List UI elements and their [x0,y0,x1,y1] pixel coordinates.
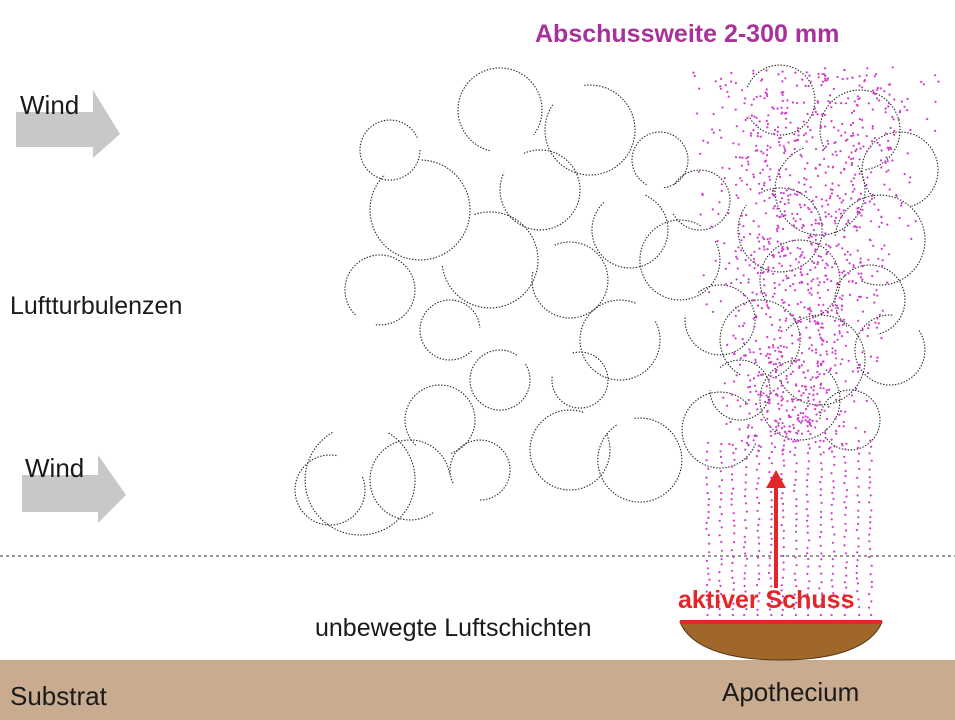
eddy-curl [819,389,881,451]
eddy-curl [854,314,926,386]
eddy-curl [759,239,841,321]
eddy-curl [369,159,471,261]
active-shot-label: aktiver Schuss [678,586,855,614]
eddy-curl [631,131,689,189]
wind-label-top: Wind [20,90,80,120]
eddy-curl [834,264,906,335]
eddy-curl [684,284,756,356]
eddy-curl [304,431,416,536]
turbulence-label: Luftturbulenzen [10,292,183,320]
substrate-band [0,660,955,720]
eddy-curl [861,131,939,207]
wind-label-bottom: Wind [25,453,85,483]
eddy-curl [469,349,531,411]
eddy-curl [499,149,581,231]
eddy-curl [672,169,731,231]
eddy-curl [746,64,816,136]
eddy-curl [531,241,609,319]
eddy-curl [529,409,611,491]
eddy-curl [778,314,866,406]
eddy-curl [359,119,421,181]
eddy-curl [404,384,476,455]
apothecium-cup [679,621,883,661]
still-air-label: unbewegte Luftschichten [315,614,592,642]
eddy-curl [294,454,366,526]
eddy-curl [441,211,539,309]
eddy-curl [579,299,661,381]
spore-cloud [692,66,940,617]
eddy-curl [639,219,721,301]
eddy-curl [591,194,669,269]
eddy-curl [597,417,683,503]
eddy-curl [819,89,901,171]
eddy-curl [709,359,771,421]
substrate-label: Substrat [10,681,107,711]
shot-arrow-icon [766,470,786,588]
wind-arrow-icon [22,455,126,523]
eddy-curl [419,299,481,361]
range-title: Abschussweite 2-300 mm [535,20,840,48]
eddy-curl [774,147,866,236]
eddy-curl [544,84,636,176]
eddy-curl [344,254,416,326]
eddy-curl [737,187,823,273]
eddy-curl [369,439,451,521]
eddy-curl [449,439,511,501]
eddy-curl [681,391,757,469]
eddy-curl [834,194,926,286]
eddy-curl [719,299,801,379]
eddy-curl [551,351,609,409]
wind-arrow-icon [16,90,120,158]
apothecium-label: Apothecium [722,677,860,707]
eddy-curl [457,67,543,152]
